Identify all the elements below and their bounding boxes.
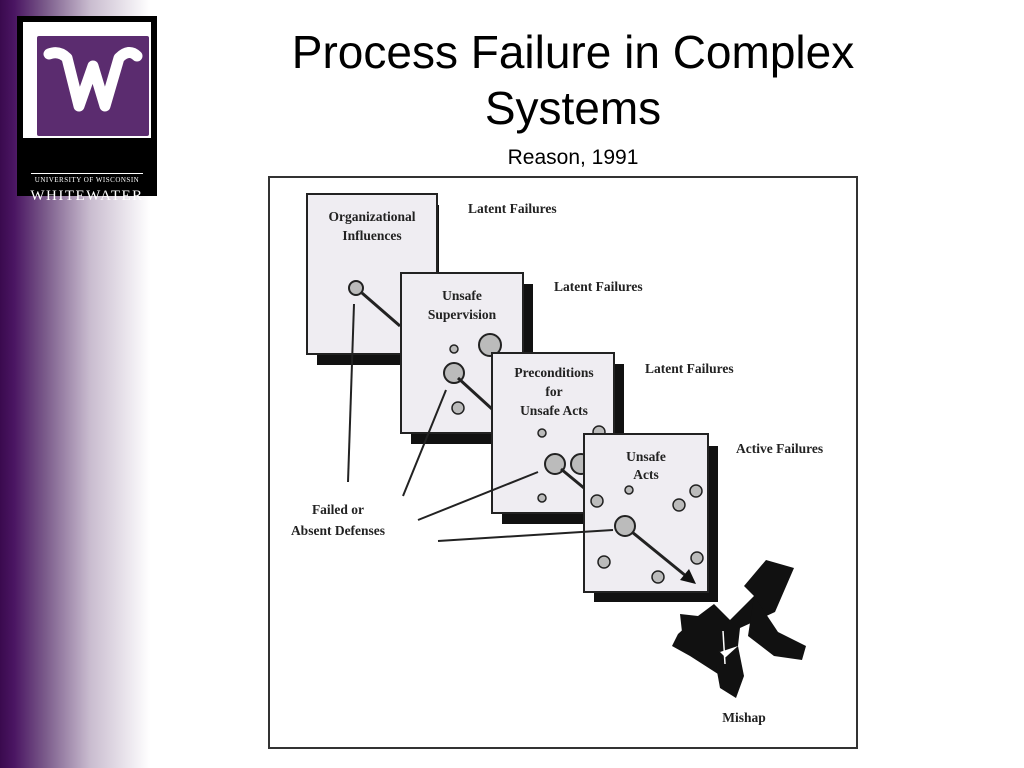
hole-icon <box>537 493 547 503</box>
swiss-cheese-diagram: Organizational Influences Latent Failure… <box>268 176 858 749</box>
pointer-line <box>402 389 447 497</box>
layer-title-line: Preconditions <box>514 365 593 380</box>
layer-title-line: Acts <box>633 467 659 482</box>
slide-subtitle: Reason, 1991 <box>507 146 639 169</box>
hole-icon <box>597 555 611 569</box>
trajectory-segment <box>560 467 585 490</box>
defense-pointer-lines <box>347 303 614 542</box>
hole-icon <box>690 551 704 565</box>
aircraft-wing-shape <box>672 616 734 674</box>
hole-icon <box>348 280 364 296</box>
failure-label-1: Latent Failures <box>468 201 557 216</box>
aircraft-tail-shape <box>748 596 806 660</box>
layer-title-line: for <box>545 384 562 399</box>
failure-label-3: Latent Failures <box>645 361 734 376</box>
aircraft-crack-line <box>722 630 726 665</box>
layer-title-line: Organizational <box>329 209 416 224</box>
defenses-label-line2: Absent Defenses <box>291 523 385 538</box>
layer-title-line: Unsafe <box>442 288 482 303</box>
trajectory-segment <box>361 291 401 328</box>
hole-icon <box>614 515 636 537</box>
arrowhead-icon <box>680 569 696 584</box>
trajectory-segment <box>456 376 494 411</box>
layer-title-line: Supervision <box>428 307 497 322</box>
logo-text-whitewater: WHITEWATER <box>30 188 144 204</box>
hole-icon <box>449 344 459 354</box>
layer-title-line: Unsafe <box>626 449 666 464</box>
w-logo-mark-icon <box>37 36 149 136</box>
diagram-canvas: Organizational Influences Latent Failure… <box>268 176 858 749</box>
hole-icon <box>451 401 465 415</box>
hole-icon <box>544 453 566 475</box>
hole-icon <box>624 485 634 495</box>
failure-label-4: Active Failures <box>736 441 823 456</box>
layer-title-line: Unsafe Acts <box>520 403 588 418</box>
hole-icon <box>689 484 703 498</box>
aircraft-nose-shape <box>716 646 744 698</box>
mishap-label: Mishap <box>722 710 766 725</box>
university-logo: UNIVERSITY OF WISCONSIN WHITEWATER <box>17 16 157 204</box>
logo-text-university: UNIVERSITY OF WISCONSIN <box>34 176 140 184</box>
hole-icon <box>478 333 502 357</box>
slide-title: Process Failure in Complex Systems <box>200 24 946 136</box>
accident-trajectory <box>361 291 696 584</box>
layer-unsafe-acts: Unsafe Acts <box>583 433 718 602</box>
w-letter-icon <box>43 47 143 112</box>
pointer-line <box>437 529 614 542</box>
crashed-aircraft-icon <box>672 560 806 698</box>
pointer-line <box>347 303 355 483</box>
hole-icon <box>590 494 604 508</box>
logo-panel <box>23 22 151 138</box>
slide-title-line2: Systems <box>484 82 662 134</box>
defenses-label-line1: Failed or <box>312 502 364 517</box>
hole-icon <box>672 498 686 512</box>
trajectory-segment <box>631 530 687 578</box>
logo-rule-top <box>31 173 143 174</box>
failure-label-2: Latent Failures <box>554 279 643 294</box>
aircraft-fuselage-shape <box>680 560 794 652</box>
hole-icon <box>651 570 665 584</box>
pointer-line <box>417 471 539 521</box>
layer-title-line: Influences <box>342 228 401 243</box>
hole-icon <box>537 428 547 438</box>
slide-title-line1: Process Failure in Complex <box>291 26 855 78</box>
